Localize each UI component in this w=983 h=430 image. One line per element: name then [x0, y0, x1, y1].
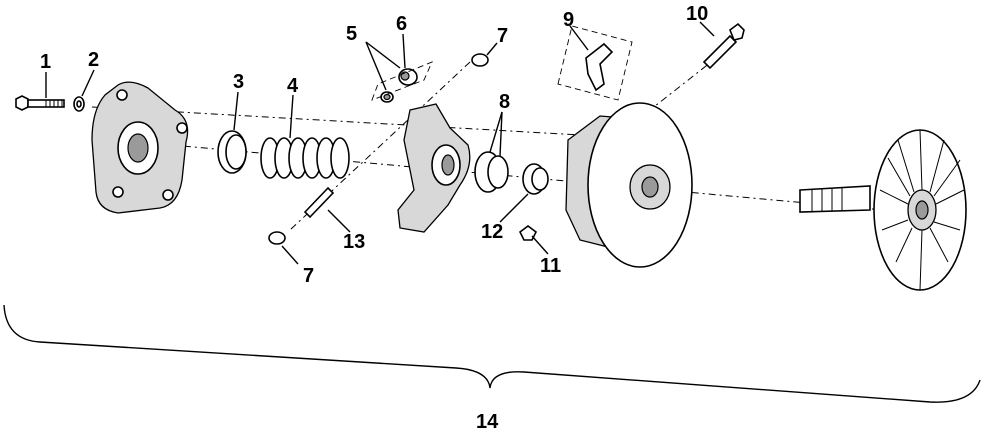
callout-13: 13: [343, 231, 365, 253]
bushing-part: [522, 163, 549, 195]
callout-7-bottom: 7: [303, 265, 314, 287]
callout-7-top: 7: [497, 25, 508, 47]
washer-part: [73, 96, 85, 112]
callout-11: 11: [540, 255, 561, 277]
assembly-centerline: [91, 54, 906, 231]
callout-6: 6: [396, 13, 407, 35]
cover-plate-part: [91, 81, 189, 214]
bushing-ring-part: [217, 130, 247, 174]
callout-12: 12: [481, 221, 503, 243]
kit-box: [371, 61, 433, 101]
callout-1: 1: [40, 51, 51, 73]
roller-part: [398, 68, 418, 86]
roller-bushing-bottom-part: [268, 231, 286, 245]
weight-kit-box: [557, 25, 633, 101]
assembly-bracket: [3, 304, 981, 403]
spring-part: [260, 137, 350, 179]
nut-part: [380, 91, 394, 103]
movable-sheave-part: [565, 102, 693, 268]
callout-3: 3: [233, 71, 244, 93]
callout-14: 14: [476, 411, 499, 430]
rings-part: [474, 151, 509, 193]
pin-part: [303, 186, 335, 219]
callout-4: 4: [287, 75, 299, 97]
callout-2: 2: [88, 49, 99, 71]
callout-9: 9: [563, 9, 574, 31]
bolt-part: [15, 95, 65, 111]
roller-bushing-top-part: [471, 53, 489, 67]
fixed-sheave-part: [799, 129, 967, 291]
callout-5: 5: [346, 23, 357, 45]
weight-part: [585, 42, 614, 92]
callout-10: 10: [686, 3, 708, 25]
leader-lines: [45, 21, 715, 265]
long-bolt-part: [702, 22, 745, 70]
spider-part: [397, 103, 471, 233]
callout-8: 8: [499, 91, 510, 113]
